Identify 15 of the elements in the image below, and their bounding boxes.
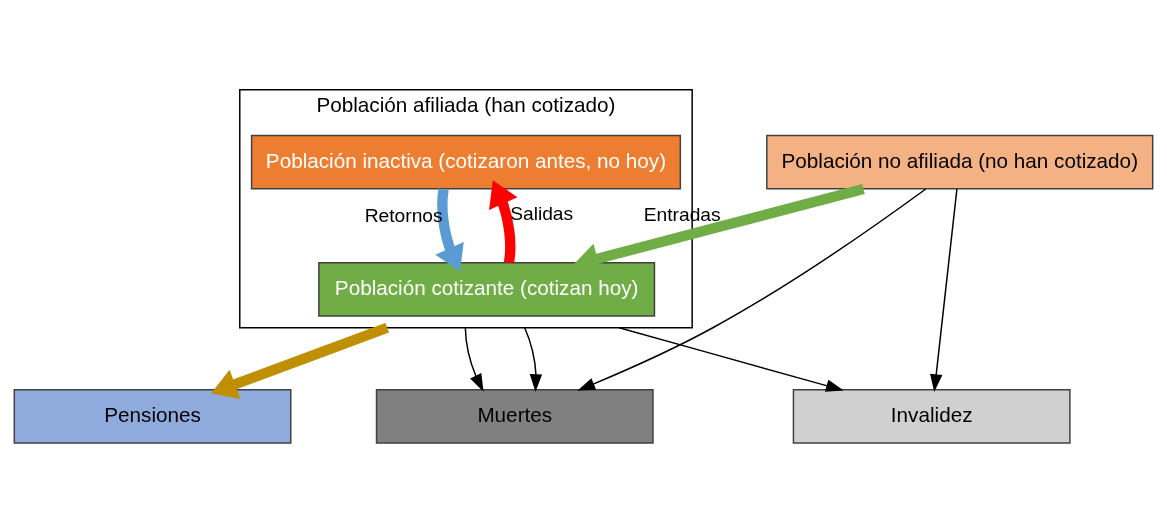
arrow <box>618 326 844 392</box>
arrow <box>930 187 958 392</box>
arrow <box>489 179 518 263</box>
arrow <box>435 188 464 272</box>
node-box: Población inactiva (cotizaron antes, no hoy) <box>250 134 682 190</box>
edge-label: Salidas <box>510 202 574 224</box>
node-box: Población cotizante (cotizan hoy) <box>318 261 656 317</box>
node-box: Pensiones <box>13 388 292 444</box>
node-box: Población no afiliada (no han cotizado) <box>766 134 1154 190</box>
arrow <box>524 326 543 392</box>
arrow <box>577 187 927 391</box>
node-box: Invalidez <box>792 388 1071 444</box>
node-box: Muertes <box>375 388 654 444</box>
arrow <box>211 322 390 399</box>
arrow <box>464 326 484 392</box>
